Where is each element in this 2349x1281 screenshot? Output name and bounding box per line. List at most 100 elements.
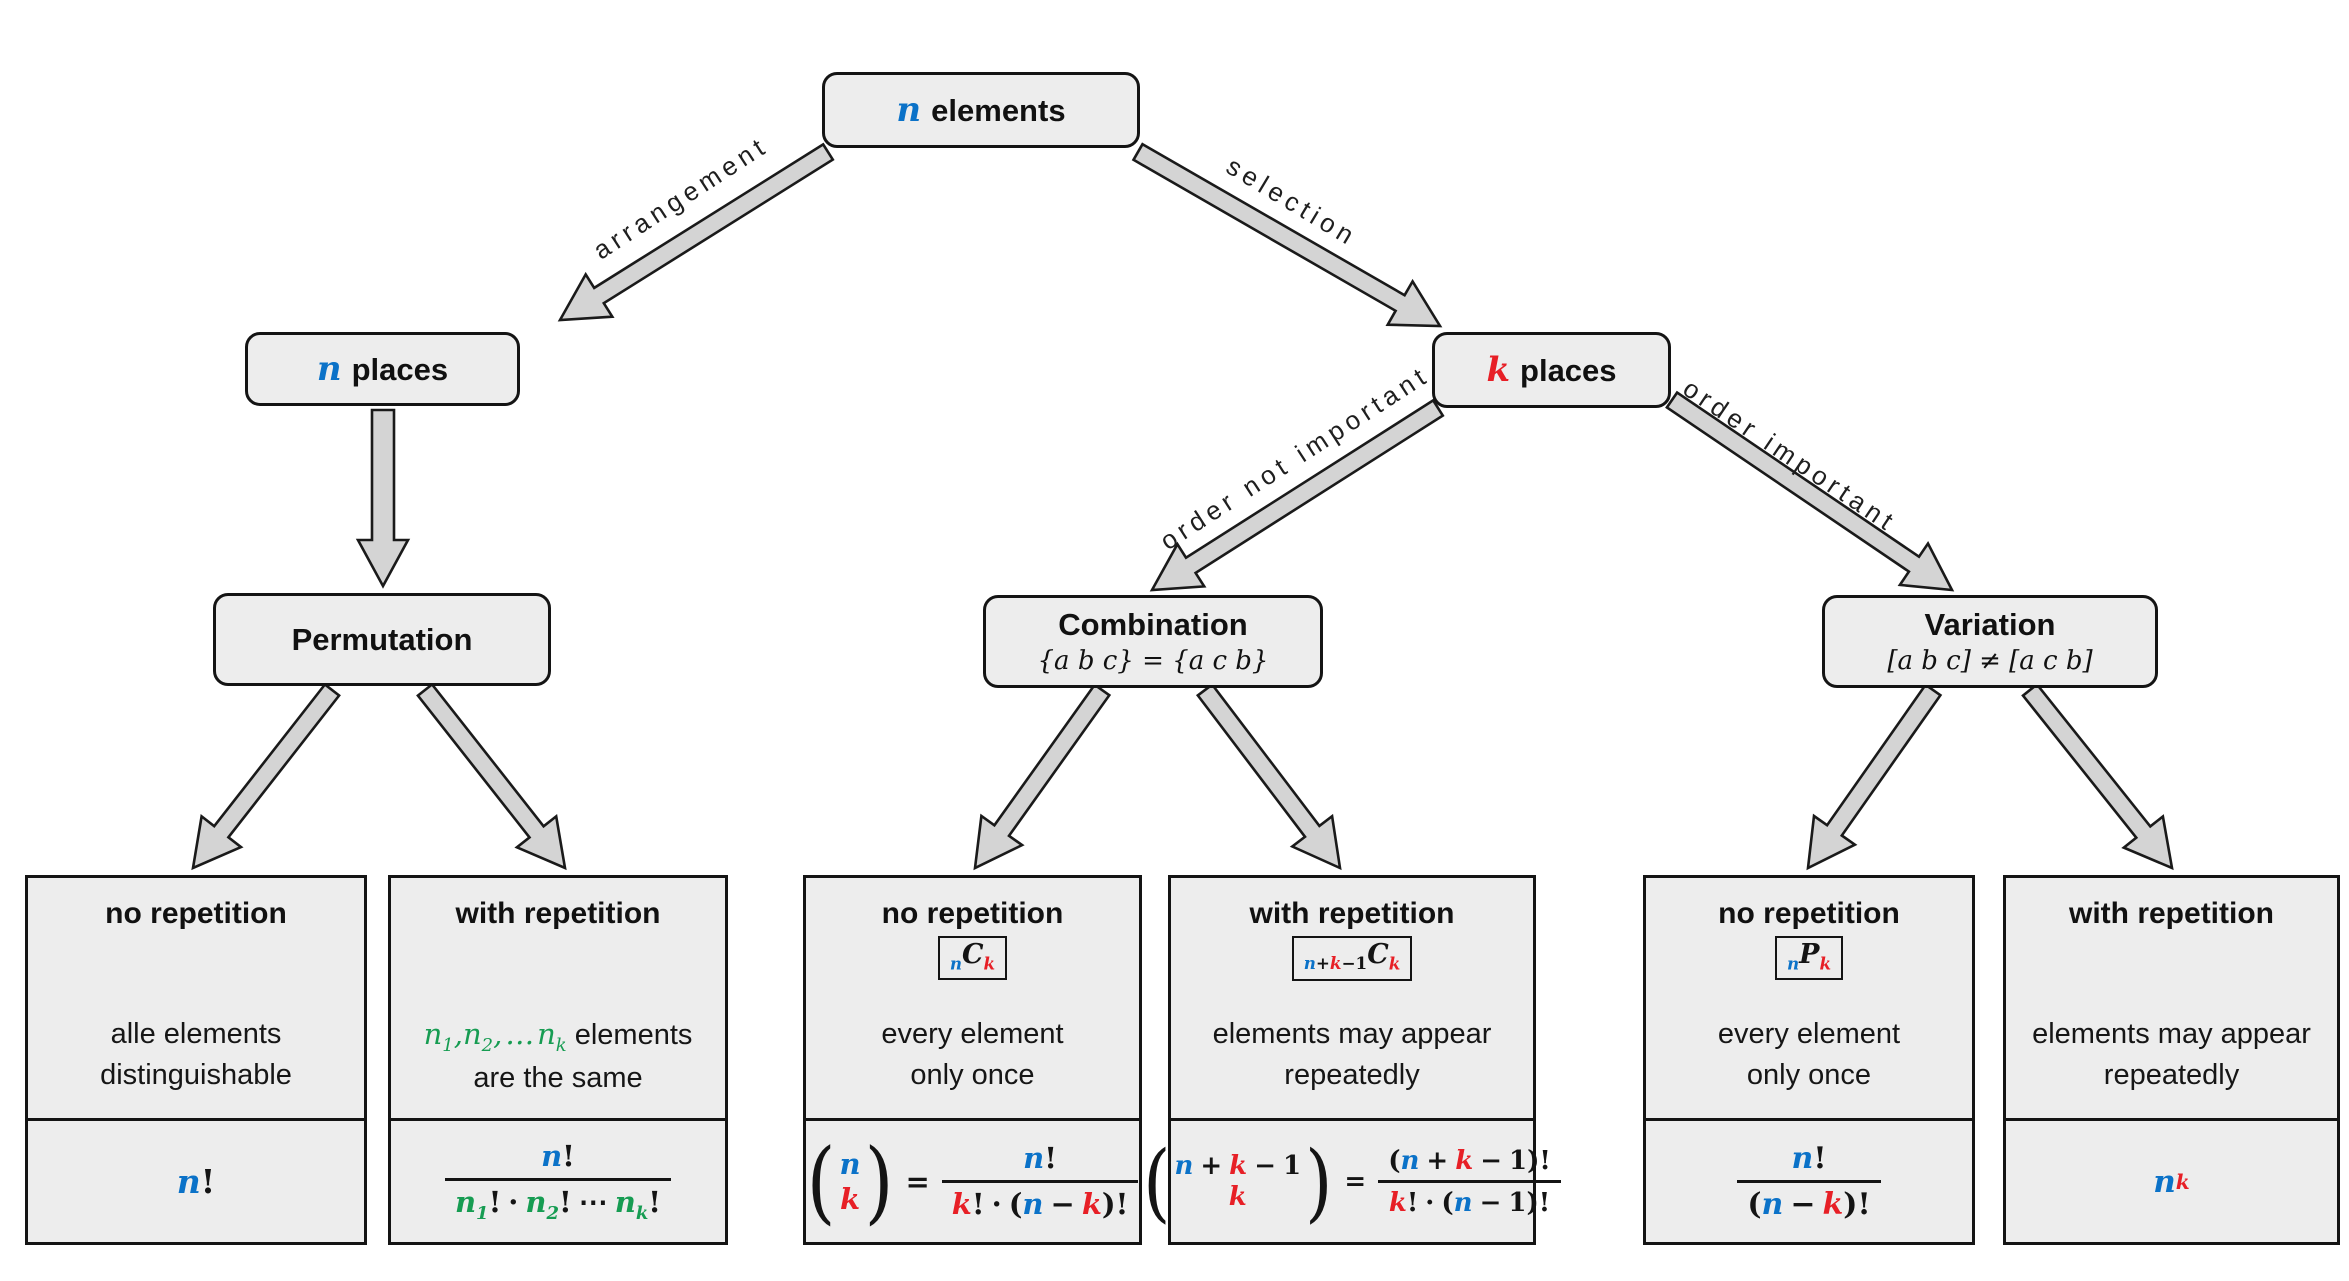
node-combination-subtitle: {a b c} = {a c b} [1037,646,1269,676]
leaf-top: with repetition n+k−1Ck elements may app… [1171,878,1533,1118]
var-k-exp: k [2175,1169,2190,1194]
symbol-badge-wrap: n+k−1Ck [1171,936,1533,982]
desc-line: elements [574,1019,693,1051]
subscript-seq: n+k−1 [1303,953,1368,974]
node-variation: Variation [a b c] ≠ [a c b] [1822,595,2158,688]
leaf-description: elements may appear repeatedly [2006,1014,2337,1095]
node-combination: Combination {a b c} = {a c b} [983,595,1323,688]
node-n-places-label: n places [317,349,448,389]
node-n-elements: n elements [822,72,1140,148]
leaf-formula-area: n! n1!·n2!⋯nk! [391,1118,725,1242]
var-n: n [896,90,922,130]
leaf-variation-no-repetition: no repetition nPk every element only onc… [1643,875,1975,1245]
formula-partial-permutation: n! (n−k)! [1737,1141,1881,1222]
leaf-combination-with-repetition: with repetition n+k−1Ck elements may app… [1143,875,1561,1245]
leaf-combination-no-repetition: no repetition nCk every element only onc… [803,875,1142,1245]
var-n: n [316,349,342,389]
desc-line: only once [1746,1058,1872,1091]
arrow [1195,682,1342,871]
fraction: (n+k−1)! k!·(n−1)! [1378,1145,1561,1218]
arrow [557,142,835,322]
node-k-places: k places [1432,332,1671,408]
denominator: k!·(n−1)! [1378,1180,1561,1218]
leaf-top: with repetition n1,n2, … nk elements are… [391,878,725,1118]
op-bang: ! [200,1162,216,1201]
var-k: k [1486,350,1511,390]
leaf-title: with repetition [1249,897,1455,930]
leaf-variation-with-repetition: with repetition elements may appear repe… [2003,875,2340,1245]
leaf-description: every element only once [806,1014,1139,1095]
leaf-permutation-no-repetition: no repetition alle elements distinguisha… [25,875,367,1245]
symbol-n-plus-k-minus-1-Ck: n+k−1Ck [1291,936,1413,982]
binomial-top: n+k−1 [1174,1151,1302,1182]
fraction: n! k!·(n−k)! [941,1141,1139,1222]
desc-line: elements may appear [1212,1018,1492,1050]
denominator: (n−k)! [1737,1180,1881,1222]
node-text: places [1520,353,1617,388]
arrow [355,408,411,589]
formula-n-factorial: n! [177,1162,216,1201]
leaf-top: no repetition nPk every element only onc… [1646,878,1972,1118]
node-permutation: Permutation [213,593,551,686]
node-n-elements-label: n elements [896,90,1065,130]
binomial-column: n+k−1 k [1170,1150,1305,1212]
fraction: n! (n−k)! [1737,1141,1881,1222]
leaf-title: no repetition [881,897,1064,930]
leaf-title: with repetition [2069,897,2274,930]
node-combination-title: Combination [1058,607,1248,642]
desc-line: alle elements [110,1018,282,1050]
symbol-nCk: nCk [937,936,1008,981]
formula-multiset-permutation: n! n1!·n2!⋯nk! [444,1139,672,1224]
node-variation-subtitle: [a b c] ≠ [a c b] [1887,646,2093,676]
node-n-places: n places [245,332,520,406]
leaf-title: with repetition [455,897,661,930]
leaf-title: no repetition [1718,897,1900,930]
leaf-description: alle elements distinguishable [28,1014,364,1095]
desc-line: only once [910,1058,1035,1091]
binomial-bottom: k [1228,1182,1247,1212]
node-permutation-title: Permutation [291,621,473,657]
leaf-permutation-with-repetition: with repetition n1,n2, … nk elements are… [388,875,728,1245]
leaf-formula-area: n! [28,1118,364,1242]
node-text: elements [931,93,1066,128]
leaf-title: no repetition [105,897,287,930]
denominator: k!·(n−k)! [941,1180,1139,1222]
leaf-top: no repetition alle elements distinguisha… [28,878,364,1118]
arrow [1806,682,1943,871]
symbol-nPk: nPk [1774,936,1844,981]
paren-right: ) [864,1129,894,1234]
leaf-formula-area: ( n+k−1 k ) = (n+k−1)! k!·(n−1)! [1143,1118,1561,1242]
arrow [1149,398,1445,592]
paren-left: ( [806,1129,836,1234]
node-k-places-label: k places [1486,350,1616,390]
leaf-formula-area: n! (n−k)! [1646,1118,1972,1242]
node-variation-title: Variation [1924,607,2056,642]
symbol-badge-wrap: nCk [806,936,1139,981]
arrow [2021,682,2174,871]
arrow [1131,142,1443,328]
arrow [973,682,1112,871]
desc-line: elements may appear [2032,1018,2311,1050]
math-n1-n2-nk: n1,n2, … nk [423,1017,567,1056]
leaf-top: with repetition elements may appear repe… [2006,878,2337,1118]
denominator: n1!·n2!⋯nk! [444,1178,672,1224]
op-equals: = [1344,1166,1367,1197]
desc-line: are the same [473,1061,643,1094]
formula-binomial-repetition: ( n+k−1 k ) = (n+k−1)! k!·(n−1)! [1143,1139,1561,1224]
leaf-top: no repetition nCk every element only onc… [806,878,1139,1118]
leaf-description: n1,n2, … nk elements are the same [391,1014,725,1099]
var-n: n [2153,1163,2176,1200]
var-n: n [176,1162,201,1201]
desc-line: every element [881,1018,1064,1050]
numerator: n! [1791,1141,1827,1176]
desc-line: repeatedly [2103,1058,2240,1091]
desc-line: every element [1717,1018,1901,1050]
leaf-description: elements may appear repeatedly [1171,1014,1533,1095]
